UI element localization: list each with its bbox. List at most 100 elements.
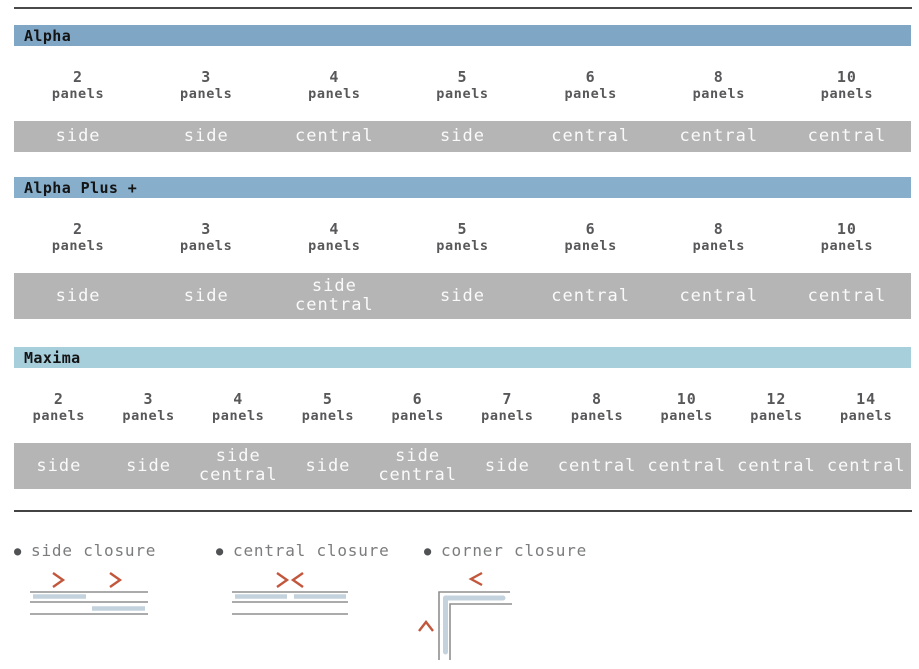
panel-count: 3 [143,390,154,408]
closure-value: side central [378,446,457,485]
closure-value: central [826,455,906,476]
section-title: Alpha Plus + [24,178,138,197]
panel-unit: panels [750,408,803,424]
panel-count: 2 [53,390,64,408]
closure-value: side [183,285,229,306]
legend-item-central-closure: ● central closure [216,543,390,615]
panel-unit: panels [180,86,233,102]
closure-value: central [737,455,816,476]
panel-count: 4 [233,390,244,408]
section-header-bar: Alpha [14,25,911,46]
panel-unit: panels [820,238,874,254]
panel-unit: panels [692,86,745,102]
legend-label: central closure [233,541,390,560]
panel-unit: panels [660,408,713,424]
slide-right-arrow-icon [109,572,123,588]
section-title: Alpha [24,26,72,45]
panel-unit: panels [820,86,874,102]
section-header-bar: Maxima [14,347,911,368]
panel-count: 6 [585,220,596,238]
closure-value: central [557,455,637,476]
closure-value: central [679,126,759,146]
slide-up-arrow-icon [418,620,434,632]
panel-unit: panels [122,408,175,424]
slide-right-arrow-icon [276,572,290,588]
panel-unit: panels [32,408,86,424]
closure-value: central [679,285,759,306]
panel-count: 7 [502,390,513,408]
panel-count: 10 [836,220,857,238]
panel-unit: panels [212,408,265,424]
legend-label-row: ● side closure [14,543,156,559]
closure-value: side [305,455,351,476]
panel-unit: panels [301,408,355,424]
panel-count: 3 [201,68,212,86]
legend-label-row: ● corner closure [424,543,587,559]
panel-count: 12 [766,390,787,408]
closure-value: central [551,126,630,146]
panel-unit: panels [570,408,624,424]
panel-count: 8 [713,220,724,238]
corner-panel-segment [443,595,506,655]
panel-count: 5 [457,220,468,238]
panel-count: 3 [201,220,212,238]
closure-value: side central [198,446,278,485]
slide-left-arrow-icon [468,571,483,587]
closure-value: side central [295,276,374,315]
panel-unit: panels [692,238,745,254]
panel-count: 4 [329,220,340,238]
closure-value: side [440,126,485,146]
closure-value: central [551,285,630,306]
bullet-icon: ● [424,544,433,558]
panel-count: 4 [329,68,340,86]
panel-unit: panels [180,238,233,254]
panel-count: 8 [592,390,603,408]
closure-value: central [807,285,887,306]
inner-corner-track-line [449,603,512,660]
panel-unit: panels [436,238,489,254]
panel-count: 10 [676,390,697,408]
closure-value: central [807,126,887,146]
panel-count: 2 [73,220,84,238]
legend-item-side-closure: ● side closure [14,543,156,615]
panel-unit: panels [564,86,617,102]
closure-value: side [55,285,101,306]
bullet-icon: ● [216,544,225,558]
legend-label-row: ● central closure [216,543,390,559]
legend-item-corner-closure: ● corner closure [418,543,587,660]
closure-value: side [55,126,101,146]
panel-unit: panels [839,408,893,424]
top-divider [14,7,912,9]
panel-unit: panels [51,86,105,102]
panel-count: 6 [585,68,596,86]
